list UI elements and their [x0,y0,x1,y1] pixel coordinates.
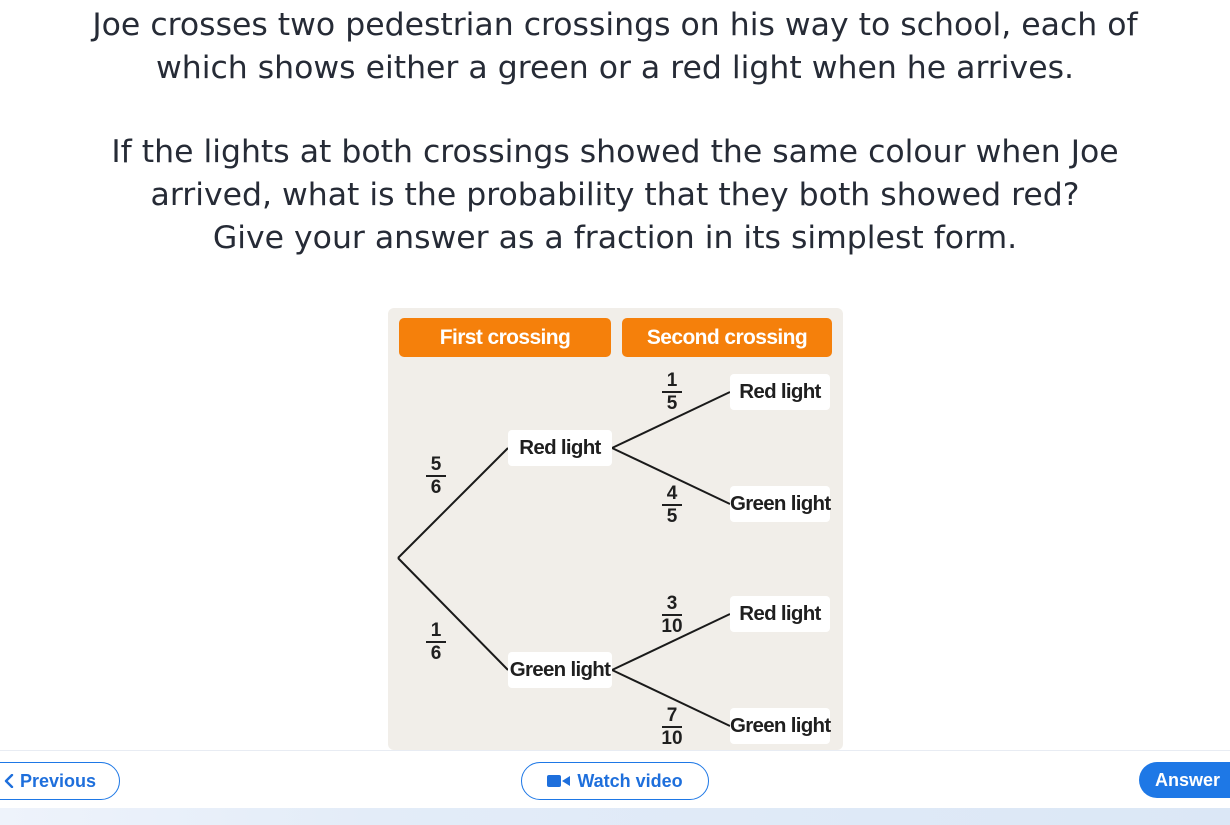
first-crossing-header: First crossing [399,318,611,357]
node-red-green: Green light [730,486,831,522]
tree-branches [397,391,731,727]
question-line: If the lights at both crossings showed t… [111,134,1119,170]
previous-button[interactable]: Previous [0,762,120,800]
node-first-red: Red light [508,430,612,466]
tree-diagram: First crossing Second crossing Red light… [388,308,843,750]
previous-label: Previous [19,771,97,791]
question-line: Joe crosses two pedestrian crossings on … [92,7,1138,43]
node-first-green: Green light [508,652,612,688]
node-red-red: Red light [730,374,830,410]
bottom-nav-bar: Previous Watch video Answer [0,750,1230,809]
branch-red-red [611,391,731,449]
branch-first-green [397,557,509,671]
node-green-red: Red light [730,596,830,632]
video-camera-icon [547,764,571,800]
question-intro: Joe crosses two pedestrian crossings on … [0,4,1230,90]
chevron-left-icon [4,764,14,800]
branch-green-green [611,669,731,727]
branch-green-red [611,613,731,671]
question-prompt: If the lights at both crossings showed t… [0,131,1230,260]
answer-button[interactable]: Answer [1139,762,1230,798]
question-line: which shows either a green or a red ligh… [155,50,1075,86]
answer-label: Answer [1155,770,1221,790]
question-instruction: Give your answer as a fraction in its si… [212,220,1018,256]
watch-video-label: Watch video [577,771,683,791]
node-green-green: Green light [730,708,831,744]
branch-first-red [397,447,509,559]
footer-strip [0,808,1230,825]
watch-video-button[interactable]: Watch video [521,762,709,800]
branch-red-green [611,447,731,505]
second-crossing-header: Second crossing [622,318,832,357]
question-line: arrived, what is the probability that th… [150,177,1080,213]
